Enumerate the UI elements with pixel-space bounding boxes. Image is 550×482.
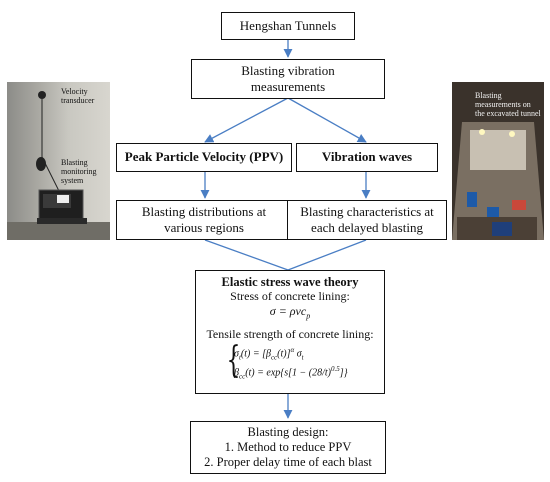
char-line1: Blasting characteristics at [300, 204, 434, 219]
blasting-distributions-box: Blasting distributions at various region… [116, 200, 292, 240]
equipment-illustration [7, 91, 110, 240]
tunnel-illustration [452, 82, 544, 240]
arrow-measure-to-waves [287, 97, 367, 143]
hengshan-tunnels-box: Hengshan Tunnels [221, 12, 355, 40]
line-char-to-theory [287, 239, 367, 271]
design-line1: Blasting design: [247, 425, 329, 439]
line-dist-to-theory [204, 239, 289, 271]
measure-line1: Blasting vibration [241, 63, 335, 78]
char-line2: each delayed blasting [311, 220, 423, 235]
hengshan-tunnels-label: Hengshan Tunnels [239, 18, 337, 33]
stress-formula: σ = ρvcp [269, 304, 311, 321]
tensile-label: Tensile strength of concrete lining: [206, 327, 374, 342]
design-line3: 2. Proper delay time of each blast [204, 455, 372, 469]
tunnel-caption: Blasting measurements on the excavated t… [475, 91, 541, 118]
formula-brace: { [226, 340, 241, 381]
theory-title: Elastic stress wave theory [221, 275, 359, 289]
right-photo-excavated-tunnel: Blasting measurements on the excavated t… [452, 82, 544, 240]
left-photo-monitoring-equipment: Velocity transducer Blasting monitoring … [7, 82, 110, 240]
formula-row-2: βcc(t) = exp{s[1 − (28/t)0.5]} [234, 365, 348, 381]
tensile-formula: { σt(t) = [βcc(t)]α σt βcc(t) = exp{s[1 … [226, 340, 378, 387]
arrow-measure-to-ppv [204, 97, 289, 143]
vibration-waves-label: Vibration waves [321, 149, 413, 164]
monitoring-system-caption: Blasting monitoring system [61, 158, 97, 185]
formula-row-1: σt(t) = [βcc(t)]α σt [234, 346, 304, 362]
ppv-label: Peak Particle Velocity (PPV) [124, 149, 284, 164]
blasting-characteristics-box: Blasting characteristics at each delayed… [287, 200, 447, 240]
blasting-design-box: Blasting design: 1. Method to reduce PPV… [190, 421, 386, 474]
velocity-transducer-caption: Velocity transducer [61, 87, 95, 105]
measure-line2: measurements [250, 79, 326, 94]
blasting-vibration-measurements-box: Blasting vibration measurements [191, 59, 385, 99]
vibration-waves-box: Vibration waves [296, 143, 438, 172]
stress-label: Stress of concrete lining: [230, 289, 350, 303]
design-line2: 1. Method to reduce PPV [224, 440, 352, 454]
elastic-stress-wave-theory-box: Elastic stress wave theory Stress of con… [195, 270, 385, 394]
ppv-box: Peak Particle Velocity (PPV) [116, 143, 292, 172]
dist-line2: various regions [164, 220, 244, 235]
dist-line1: Blasting distributions at [141, 204, 267, 219]
